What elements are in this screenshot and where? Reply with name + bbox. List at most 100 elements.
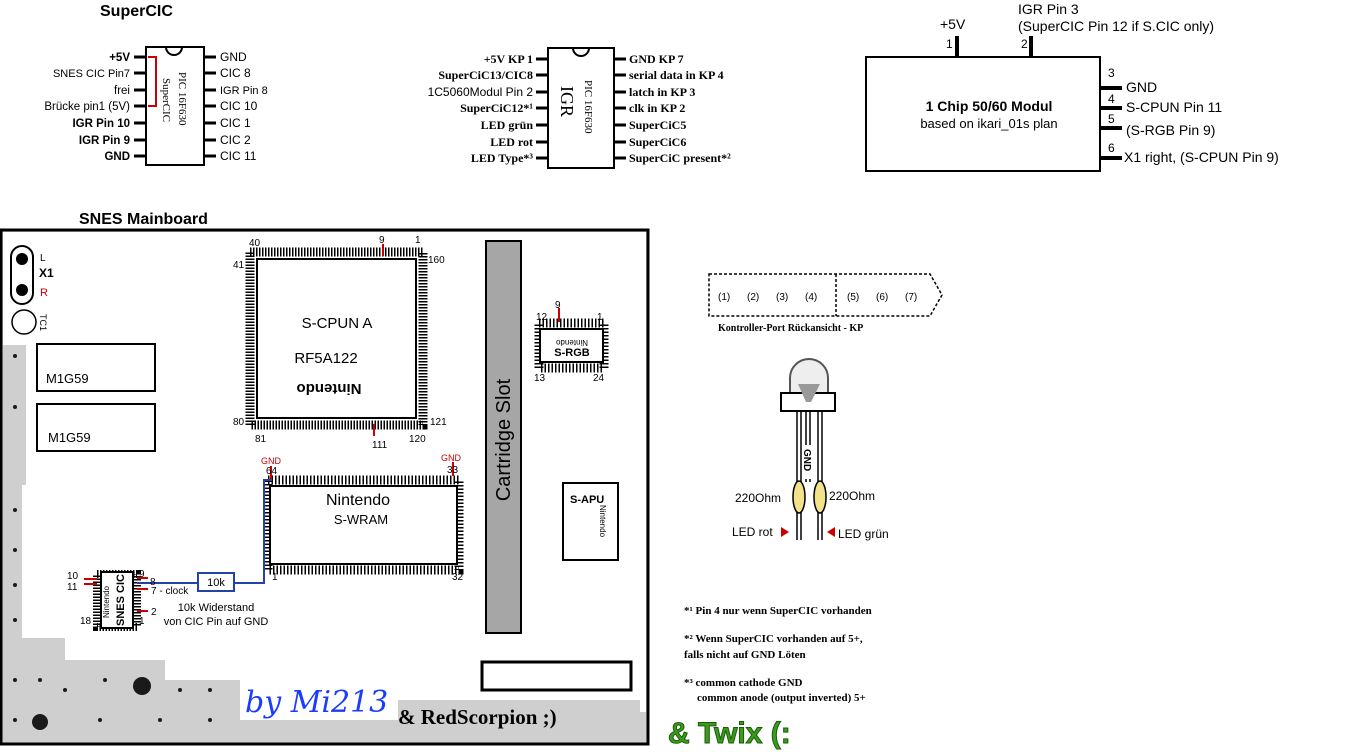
module-pin-num: 1 xyxy=(946,37,953,51)
cic-pin-num: 11 xyxy=(67,582,78,593)
cpu-body xyxy=(256,258,417,419)
cpu-pin-num: 40 xyxy=(249,238,261,249)
led-resistor-right-label: 220Ohm xyxy=(829,489,875,503)
module-pin-label: X1 right, (S-CPUN Pin 9) xyxy=(1124,149,1279,165)
igr-pin-label: GND KP 7 xyxy=(629,52,684,66)
x1-pin-l xyxy=(16,253,28,265)
cpu-pin-num: 111 xyxy=(372,440,388,451)
apu-chip xyxy=(562,482,619,561)
controller-pin: (2) xyxy=(747,292,759,303)
controller-pin: (3) xyxy=(776,292,788,303)
cpu-pin-num: 81 xyxy=(255,434,267,445)
supercic-chip-label-1: PIC 16F630 xyxy=(176,72,188,126)
m1g59-label-1: M1G59 xyxy=(46,371,89,386)
igr-chip-label-1: PIC 16F630 xyxy=(582,80,594,134)
module-box xyxy=(865,56,1101,172)
apu-brand: Nintendo xyxy=(598,505,607,538)
x1-label: X1 xyxy=(39,266,54,280)
srgb-pin-numbers: 9 12 1 13 24 xyxy=(534,300,605,384)
resistor-10k xyxy=(197,572,235,592)
igr-left-labels: +5V KP 1 SuperCiC13/CIC8 1C5060Modul Pin… xyxy=(428,52,534,165)
supercic-pin-label: SNES CIC Pin7 xyxy=(53,68,130,80)
supercic-pin-label: IGR Pin 9 xyxy=(79,135,130,147)
supercic-pin-label: +5V xyxy=(109,52,130,64)
igr-pin-label: LED rot xyxy=(490,135,533,149)
module-right-pins xyxy=(1100,86,1122,160)
igr-section: PIC 16F630 IGR +5V KP 1 SuperCiC13/CIC8 … xyxy=(428,47,731,169)
controller-caption: Kontroller-Port Rückansicht - KP xyxy=(718,323,863,334)
module-pin-label: S-CPUN Pin 11 xyxy=(1126,99,1222,115)
srgb-body xyxy=(539,328,604,363)
cic-name: SNES CIC xyxy=(115,574,127,626)
supercic-title: SuperCIC xyxy=(100,3,173,20)
m1g59-chip-1 xyxy=(36,343,156,392)
igr-pin-stubs xyxy=(536,57,626,160)
module-section: +5V IGR Pin 3 (SuperCIC Pin 12 if S.CIC … xyxy=(865,1,1279,172)
resistor-wire xyxy=(158,479,272,584)
cpu-name-1: S-CPUN A xyxy=(302,315,373,332)
supercic-pin-label: GND xyxy=(220,50,247,64)
module-pin-num: 2 xyxy=(1021,37,1028,51)
led-green-arrow xyxy=(827,527,835,537)
wram-pin-num: 64 xyxy=(266,466,278,477)
x1-pin-r xyxy=(16,284,28,296)
igr-pin-label: SuperCiC13/CIC8 xyxy=(438,68,533,82)
credit-by: by Mi213 xyxy=(245,685,388,720)
cpu-pin-num: 80 xyxy=(233,417,245,428)
credit-redscorpion: & RedScorpion ;) xyxy=(398,705,557,729)
module-title: 1 Chip 50/60 Modul xyxy=(926,98,1053,114)
tc1-part xyxy=(11,309,37,335)
wram-gnd-left: GND xyxy=(261,456,282,466)
wram-body xyxy=(269,485,458,565)
m1g59-label-2: M1G59 xyxy=(48,430,91,445)
module-pin-num: 5 xyxy=(1108,112,1115,126)
supercic-section: SuperCIC PIC 16F630 SuperCIC +5V SNES CI… xyxy=(44,3,268,166)
cpu-chip: S-CPUN A RF5A122 Nintendo 40 9 1 41 160 … xyxy=(233,235,447,451)
srgb-chip: Nintendo S-RGB 9 12 1 13 24 xyxy=(534,300,609,384)
cic-pin-num: 2 xyxy=(151,607,157,618)
module-pin-num: 4 xyxy=(1108,92,1115,106)
supercic-pin-label: CIC 8 xyxy=(220,66,251,80)
cpu-pin-num: 41 xyxy=(233,260,245,271)
wram-brand: Nintendo xyxy=(326,492,390,509)
resistor-label: 10k xyxy=(207,577,225,589)
cic-pins xyxy=(93,570,141,631)
note-1: *¹ Pin 4 nur wenn SuperCIC vorhanden xyxy=(684,605,872,617)
cic-pin-numbers: 10 11 9 8 7 - clock 2 18 1 xyxy=(67,569,189,627)
x1-l-label: L xyxy=(40,253,46,264)
igr-pin-label: SuperCiC present*² xyxy=(629,151,731,165)
led-resistor-left-label: 220Ohm xyxy=(735,491,781,505)
igr-pin-label: LED Type*³ xyxy=(471,151,534,165)
module-pin-num: 3 xyxy=(1108,66,1115,80)
cic-pin-num: 10 xyxy=(67,571,79,582)
igr-pin-label: latch in KP 3 xyxy=(629,85,695,99)
led-red-arrow xyxy=(781,527,789,537)
led-green-label: LED grün xyxy=(838,527,889,541)
supercic-pin-label: CIC 1 xyxy=(220,116,251,130)
supercic-left-labels: +5V SNES CIC Pin7 frei Brücke pin1 (5V) … xyxy=(44,52,130,163)
igr-right-labels: GND KP 7 serial data in KP 4 latch in KP… xyxy=(629,52,731,165)
supercic-notch xyxy=(165,46,183,56)
igr-pin-label: serial data in KP 4 xyxy=(629,68,724,82)
module-pin-label: GND xyxy=(1126,79,1157,95)
controller-pin: (4) xyxy=(805,292,817,303)
igr-chip-label-2: IGR xyxy=(557,86,577,117)
srgb-name: S-RGB xyxy=(554,347,590,359)
cpu-pin-num: 121 xyxy=(430,417,447,428)
led-resistor-right xyxy=(813,480,827,514)
snes-cic-chip: Nintendo SNES CIC 10 11 9 8 7 - clock 2 … xyxy=(67,569,189,631)
supercic-pin-label: Brücke pin1 (5V) xyxy=(44,101,130,113)
cic-brand: Nintendo xyxy=(102,585,111,618)
controller-pin: (1) xyxy=(718,292,730,303)
cpu-name-2: RF5A122 xyxy=(294,350,357,367)
cic-pin-num: 7 - clock xyxy=(151,586,189,597)
module-pin-num: 6 xyxy=(1108,141,1115,155)
wram-gnd-right: GND xyxy=(441,453,462,463)
supercic-pin-label: GND xyxy=(104,151,130,163)
srgb-pin-num: 12 xyxy=(536,312,548,323)
mainboard-holes xyxy=(13,354,212,730)
igr-pin-label: clk in KP 2 xyxy=(629,101,685,115)
led-gnd-label: GND xyxy=(801,449,812,471)
controller-pin-labels: (1) (2) (3) (4) (5) (6) (7) xyxy=(718,292,917,303)
